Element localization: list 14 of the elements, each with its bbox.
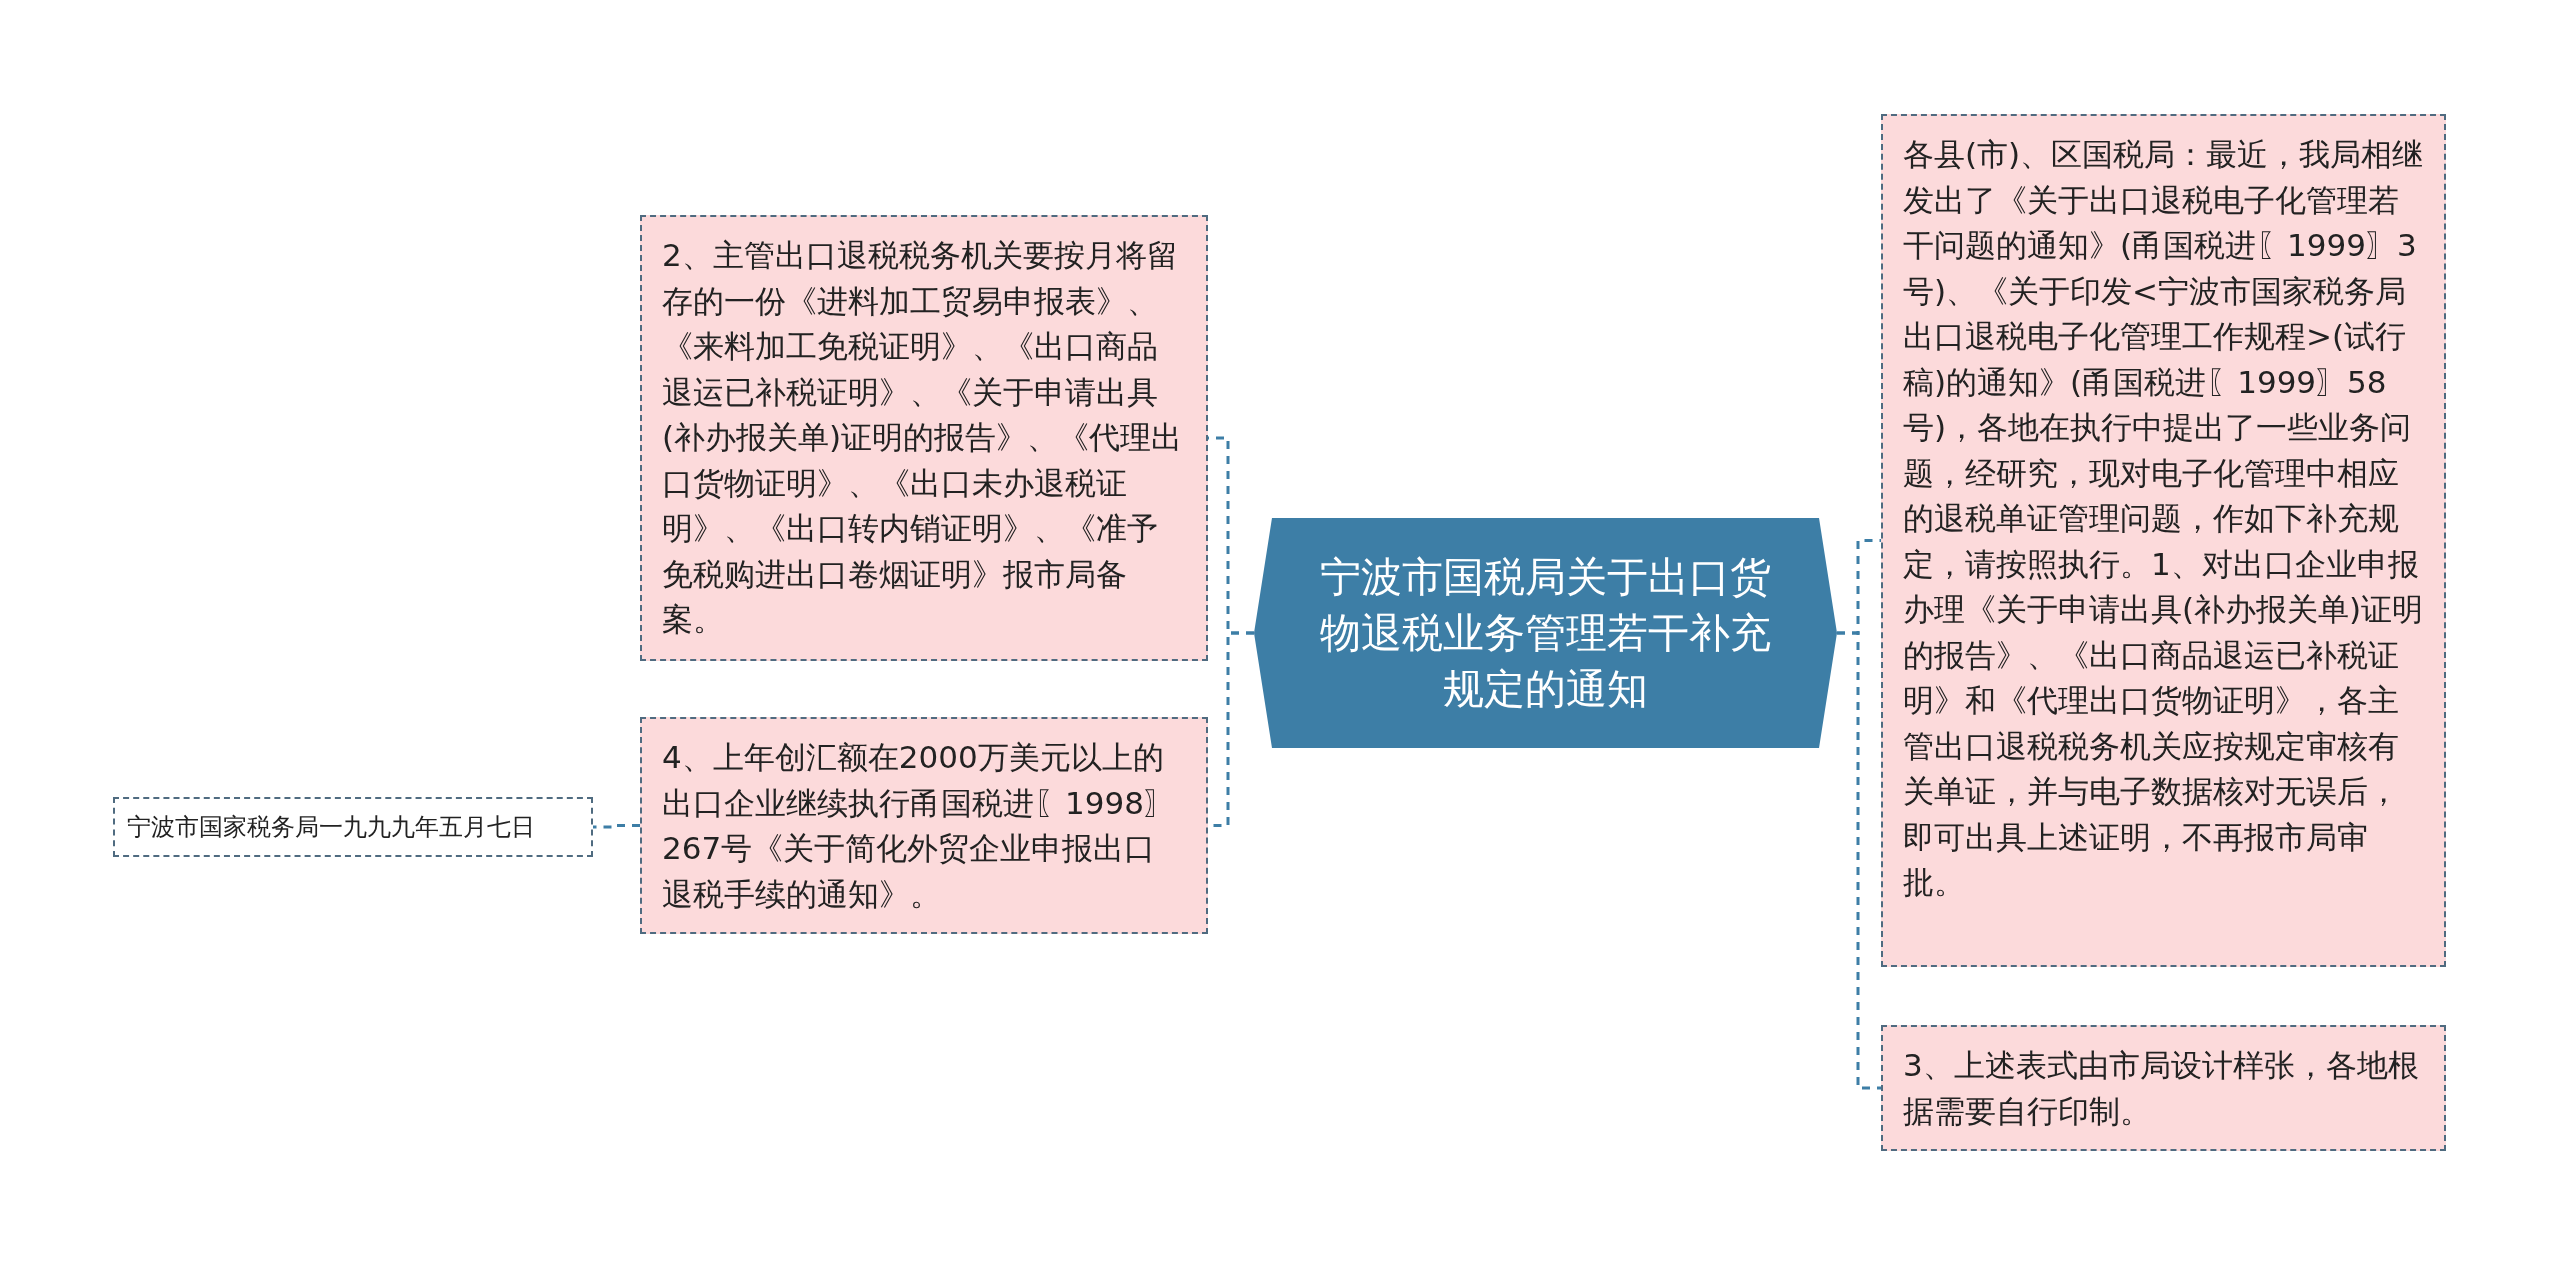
- topic-title: 宁波市国税局关于出口货物退税业务管理若干补充规定的通知: [1319, 552, 1772, 715]
- text-box: [1881, 114, 2446, 967]
- connector-line: [1837, 631, 1881, 1090]
- box-text: 4、上年创汇额在2000万美元以上的出口企业继续执行甬国税进〖1998〗267号《关于简化外贸企业申报出口退税手续的通知》。: [662, 739, 1175, 912]
- text-box: [640, 717, 1208, 934]
- connector-line: [593, 824, 640, 829]
- box-text: 宁波市国家税务局一九九九年五月七日: [127, 813, 535, 841]
- topic-hexagon: [1254, 518, 1837, 748]
- text-box: [1881, 1025, 2446, 1151]
- box-text: 各县(市)、区国税局：最近，我局相继发出了《关于出口退税电子化管理若干问题的通知》(甬国税进〖1999〗3号)、《关于印发<宁波市国家税务局出口退税电子化管理工作规程>(试行稿)的通知》(甬国税进〖1999〗58号)，各地在执行中提出了一些业务问题，经研究，现对电子化管理中相应的退税单证管理问题，作如下补充规定，请按照执行。1、对出口企业申报办理《关于申请出具(补办报关单)证明的报告》、《出口商品退运已补税证明》和《代理出口货物证明》，各主管出口退税税务机关应按规定审核有关单证，并与电子数据核对无误后，即可出具上述证明，不再报市局审批。: [1903, 136, 2424, 900]
- box-text: 2、主管出口退税税务机关要按月将留存的一份《进料加工贸易申报表》、《来料加工免税证明》、《出口商品退运已补税证明》、《关于申请出具(补办报关单)证明的报告》、《代理出口货物证明》、《出口未办退税证明》、《出口转内销证明》、《准予免税购进出口卷烟证明》报市局备案。: [662, 237, 1183, 637]
- box-text: 3、上述表式由市局设计样张，各地根据需要自行印制。: [1903, 1047, 2419, 1129]
- note-box: [113, 797, 593, 857]
- text-box: [640, 215, 1208, 661]
